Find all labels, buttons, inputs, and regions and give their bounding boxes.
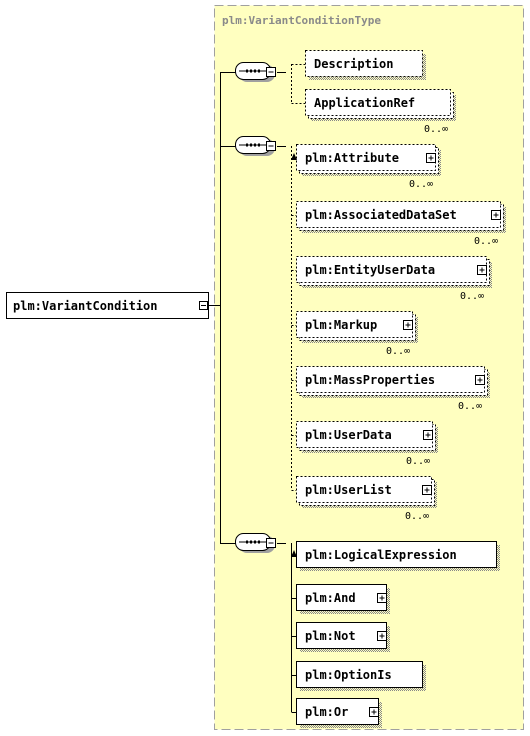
root-element-box[interactable]: [6, 292, 209, 319]
element-label: plm:UserData: [305, 428, 392, 442]
element-box[interactable]: [305, 50, 423, 77]
connectors: [208, 64, 305, 713]
sequence-dot: [246, 69, 248, 73]
element-box[interactable]: [296, 201, 501, 228]
element-box[interactable]: [296, 476, 432, 503]
sequence-dot: [258, 143, 260, 147]
cardinality-label: 0..∞: [406, 456, 430, 467]
element-label: plm:AssociatedDataSet: [305, 208, 457, 222]
sequence-dot: [258, 69, 260, 73]
element-box[interactable]: [296, 144, 436, 171]
element-box[interactable]: [296, 541, 497, 568]
arrow-marker: [291, 153, 297, 160]
sequence-dot: [254, 143, 256, 147]
element-box[interactable]: [296, 584, 387, 611]
cardinality-label: 0..∞: [409, 179, 433, 190]
sequence-dot: [250, 540, 252, 544]
element-label: plm:Or: [305, 705, 348, 719]
element-label: Description: [314, 57, 393, 71]
element-box[interactable]: [305, 89, 451, 116]
element-label: plm:LogicalExpression: [305, 548, 457, 562]
element-label: plm:MassProperties: [305, 373, 435, 387]
sequence-dot: [246, 143, 248, 147]
element-label: plm:OptionIs: [305, 668, 392, 682]
root-element-label: plm:VariantCondition: [13, 299, 158, 313]
element-box[interactable]: [296, 661, 423, 688]
arrow-marker: [291, 550, 297, 557]
element-label: plm:Attribute: [305, 151, 399, 165]
sequence-dot: [246, 540, 248, 544]
element-box[interactable]: [296, 256, 487, 283]
cardinality-label: 0..∞: [458, 401, 482, 412]
sequence-dot: [254, 69, 256, 73]
element-label: plm:EntityUserData: [305, 263, 435, 277]
element-label: plm:UserList: [305, 483, 392, 497]
sequence-dot: [250, 143, 252, 147]
element-label: plm:Not: [305, 629, 356, 643]
root-element[interactable]: plm:VariantCondition: [6, 292, 209, 319]
element-label: ApplicationRef: [314, 96, 415, 110]
sequence-dot: [254, 540, 256, 544]
type-container-label: plm:VariantConditionType: [222, 14, 381, 27]
cardinality-label: 0..∞: [474, 236, 498, 247]
cardinality-label: 0..∞: [460, 291, 484, 302]
cardinality-label: 0..∞: [386, 346, 410, 357]
element-box[interactable]: [296, 698, 379, 725]
sequence-dot: [258, 540, 260, 544]
element-box[interactable]: [296, 421, 433, 448]
cardinality-label: 0..∞: [405, 511, 429, 522]
element-label: plm:And: [305, 591, 356, 605]
element-label: plm:Markup: [305, 318, 377, 332]
sequence-dot: [250, 69, 252, 73]
cardinality-label: 0..∞: [424, 124, 448, 135]
